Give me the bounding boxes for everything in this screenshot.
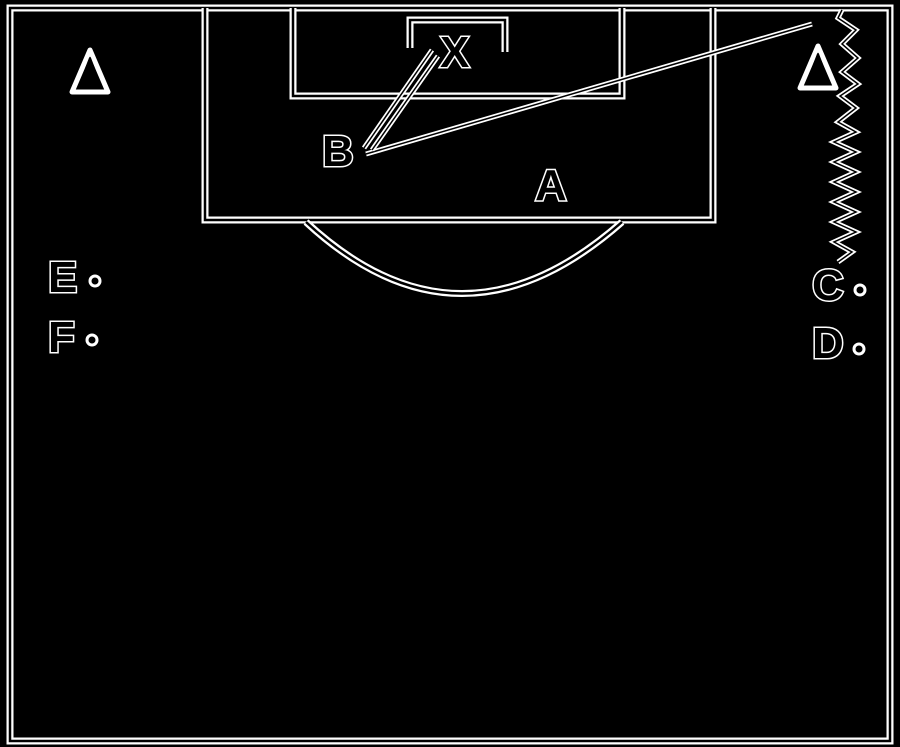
player-x-label: X	[440, 28, 469, 77]
player-dot-icon	[85, 333, 99, 347]
player-f-label: F	[48, 313, 75, 362]
pitch-boundary	[6, 4, 894, 745]
penalty-area	[201, 8, 717, 224]
pass-line-to-b	[365, 21, 813, 157]
dribble-path	[827, 8, 863, 265]
goal-area	[289, 8, 626, 100]
player-c-label: C	[812, 261, 844, 310]
pass-line-b-to-x	[361, 48, 441, 152]
triangle-cone-icon	[69, 47, 111, 95]
player-d-label: D	[812, 319, 844, 368]
player-b-label: B	[322, 127, 354, 176]
triangle-cone-icon	[797, 43, 839, 91]
penalty-arc	[303, 219, 625, 297]
player-dot-icon	[88, 274, 102, 288]
player-dot-icon	[853, 283, 867, 297]
player-dot-icon	[852, 342, 866, 356]
player-a-label: A	[535, 161, 567, 210]
player-e-label: E	[48, 253, 77, 302]
goal-frame	[406, 16, 509, 52]
